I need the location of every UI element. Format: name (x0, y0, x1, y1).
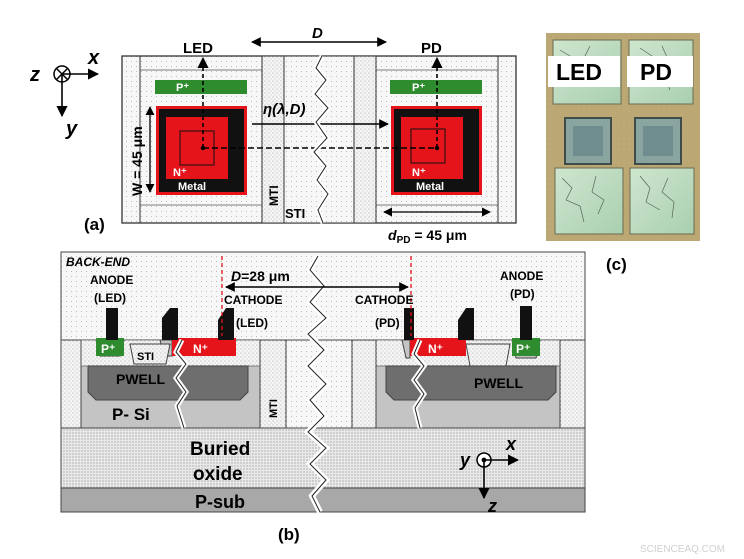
n-plus-implant-led (172, 338, 236, 356)
p-plus-bar-led (155, 80, 247, 94)
cathode-pd-label-1: CATHODE (355, 293, 413, 307)
pad-pd-bottom (629, 167, 695, 235)
p-plus-implant-pd (512, 338, 540, 356)
pwell-pd (385, 365, 557, 401)
panel-b-label: (b) (278, 525, 300, 544)
mti-label-a: MTI (267, 185, 281, 206)
axis-y-label-a: y (65, 118, 78, 140)
anode-pd-label-2: (PD) (510, 287, 535, 301)
mti-trench-left (60, 339, 82, 429)
led-label-c: LED (556, 59, 602, 85)
back-end-layer (60, 251, 586, 341)
panel-c: LED PD (c) (546, 33, 700, 274)
panel-a-label: (a) (84, 215, 105, 234)
panel-b: P⁺ N⁺ N⁺ P⁺ BACK-END ANODE (LED) (60, 251, 586, 544)
buried-oxide-label-1: Buried (190, 439, 250, 460)
mti-label-b: MTI (268, 399, 280, 418)
eta-label: η(λ,D) (263, 101, 306, 118)
gate-stub-led-1 (162, 308, 178, 340)
n-plus-label-led: N⁺ (173, 167, 187, 179)
axis-z-label-a: z (29, 64, 40, 86)
mti-trench-right (559, 339, 586, 429)
p-plus-bar-pd (390, 80, 482, 94)
anode-led-label-2: (LED) (94, 291, 126, 305)
watermark: SCIENCEAQ.COM (640, 544, 725, 555)
cathode-led-label-2: (LED) (236, 316, 268, 330)
pwell-label-led: PWELL (116, 371, 165, 387)
metal-label-pd: Metal (416, 181, 444, 193)
axis-y-label-b: y (459, 450, 471, 470)
anode-contact-led (106, 308, 118, 340)
p-si-label: P- Si (112, 405, 150, 424)
n-plus-label-b-led: N⁺ (193, 342, 208, 356)
p-sub-layer (60, 487, 586, 513)
n-plus-label-b-pd: N⁺ (428, 342, 443, 356)
anode-contact-pd (520, 306, 532, 340)
sti-label-a: STI (285, 206, 305, 221)
distance-label-a: D (312, 25, 323, 42)
axis-z-label-b: z (487, 496, 497, 516)
p-plus-implant-led (96, 338, 124, 356)
sti-label-b: STI (137, 351, 154, 363)
back-end-label: BACK-END (66, 255, 130, 269)
pd-label-c: PD (640, 59, 672, 85)
dpd-label: dPD = 45 μm (388, 227, 467, 246)
width-label: W = 45 μm (129, 126, 145, 196)
p-sub-label: P-sub (195, 492, 245, 512)
panel-c-label: (c) (606, 255, 627, 274)
cathode-contact-pd (404, 308, 414, 340)
p-plus-label-pd: P⁺ (412, 82, 425, 94)
axis-triad-a: x z y (29, 47, 100, 140)
n-plus-implant-pd (410, 338, 466, 356)
pad-led-bottom (554, 167, 624, 235)
led-label-a: LED (183, 40, 213, 57)
pd-label-a: PD (421, 40, 442, 57)
axis-x-label-a: x (87, 47, 100, 69)
pwell-led (87, 365, 249, 401)
metal-label-led: Metal (178, 181, 206, 193)
buried-oxide-label-2: oxide (193, 464, 243, 485)
p-plus-label-b-pd: P⁺ (516, 342, 530, 356)
cathode-led-label-1: CATHODE (224, 293, 282, 307)
p-plus-label-b-led: P⁺ (101, 342, 115, 356)
gate-stub-pd (458, 308, 474, 340)
mti-trench-center-left (259, 339, 287, 429)
p-plus-label-led: P⁺ (176, 82, 189, 94)
cathode-pd-label-2: (PD) (375, 316, 400, 330)
anode-led-label-1: ANODE (90, 273, 133, 287)
distance-label-b: D=28 μm (231, 268, 290, 284)
panel-a: P⁺ P⁺ N⁺ Metal N⁺ Metal η(λ,D) LED PD D (29, 25, 517, 246)
mti-trench-center-right (351, 339, 377, 429)
anode-pd-label-1: ANODE (500, 269, 543, 283)
axis-x-label-b: x (505, 434, 517, 454)
n-plus-label-pd: N⁺ (412, 167, 426, 179)
pwell-label-pd: PWELL (474, 375, 523, 391)
axis-triad-b: x y z (459, 434, 520, 516)
